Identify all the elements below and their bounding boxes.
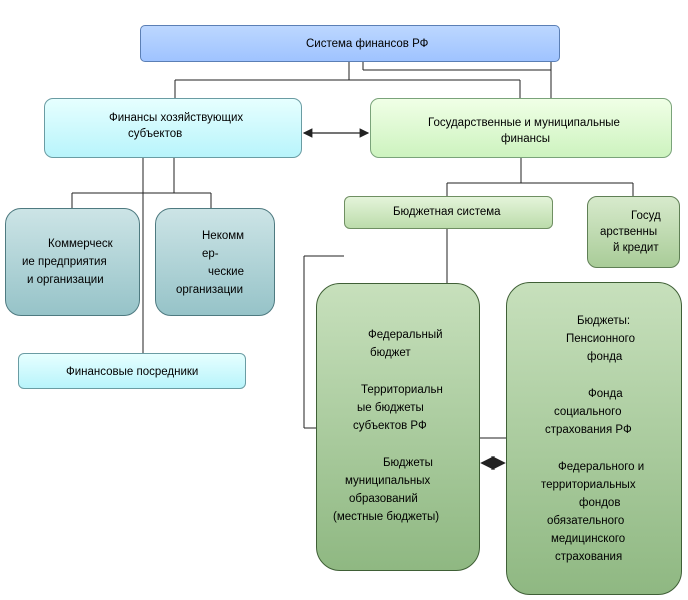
node-label-line: й кредит: [613, 242, 659, 254]
node-budgets: Федеральный бюджет Территориальн ые бюдж…: [316, 283, 480, 571]
medical-fund-line: территориальных: [541, 479, 636, 491]
node-label-line: Государственные и муниципальные: [428, 117, 620, 129]
node-label-line: субъектов: [128, 128, 183, 140]
node-label-line: Госуд: [631, 210, 661, 222]
federal-budget-line: бюджет: [370, 347, 411, 359]
node-label-line: арственны: [600, 226, 658, 238]
node-commercial-enterprises: Коммерческ ие предприятия и организации: [5, 208, 140, 316]
node-label: Система финансов РФ: [306, 38, 429, 50]
node-noncommercial-organizations: Некомм ер- ческие организации: [155, 208, 275, 316]
node-enterprise-finances: Финансы хозяйствующих субъектов: [44, 98, 302, 158]
node-label-line: организации: [176, 284, 244, 296]
medical-fund-line: медицинского: [551, 533, 626, 545]
node-label: Бюджетная система: [393, 206, 501, 218]
node-label-line: Некомм: [202, 230, 245, 242]
node-label-line: ие предприятия: [22, 256, 107, 268]
funds-title-line: Пенсионного: [566, 333, 636, 345]
territorial-budget-line: ые бюджеты: [357, 402, 424, 414]
node-budget-system: Бюджетная система: [344, 196, 553, 229]
node-label-line: Финансы хозяйствующих: [109, 112, 244, 124]
medical-fund-line: Федерального и: [558, 461, 645, 473]
node-extra-budgetary-funds: Бюджеты: Пенсионного фонда Фонда социаль…: [506, 282, 682, 595]
municipal-budget-line: муниципальных: [345, 475, 431, 487]
node-label-line: ческие: [208, 266, 244, 278]
node-state-municipal-finances: Государственные и муниципальные финансы: [370, 98, 672, 158]
social-fund-line: страхования РФ: [545, 424, 632, 436]
node-state-credit: Госуд арственны й кредит: [587, 196, 680, 268]
medical-fund-line: страхования: [555, 551, 623, 563]
node-finance-system-rf: Система финансов РФ: [140, 25, 560, 62]
node-label-line: и организации: [27, 274, 104, 286]
municipal-budget-line: Бюджеты: [383, 457, 433, 469]
municipal-budget-line: образований: [349, 493, 418, 505]
medical-fund-line: обязательного: [547, 515, 625, 527]
funds-title-line: фонда: [587, 351, 623, 363]
node-label: Финансовые посредники: [66, 366, 199, 378]
municipal-budget-line: (местные бюджеты): [333, 511, 440, 523]
medical-fund-line: фондов: [579, 497, 621, 509]
federal-budget-line: Федеральный: [368, 329, 443, 341]
territorial-budget-line: субъектов РФ: [353, 420, 427, 432]
territorial-budget-line: Территориальн: [361, 384, 443, 396]
node-label-line: ер-: [202, 248, 219, 260]
node-label-line: Коммерческ: [48, 238, 113, 250]
social-fund-line: социального: [554, 406, 622, 418]
funds-title-line: Бюджеты:: [577, 315, 631, 327]
social-fund-line: Фонда: [588, 388, 623, 400]
node-label-line: финансы: [501, 133, 550, 145]
node-financial-intermediaries: Финансовые посредники: [18, 353, 246, 389]
